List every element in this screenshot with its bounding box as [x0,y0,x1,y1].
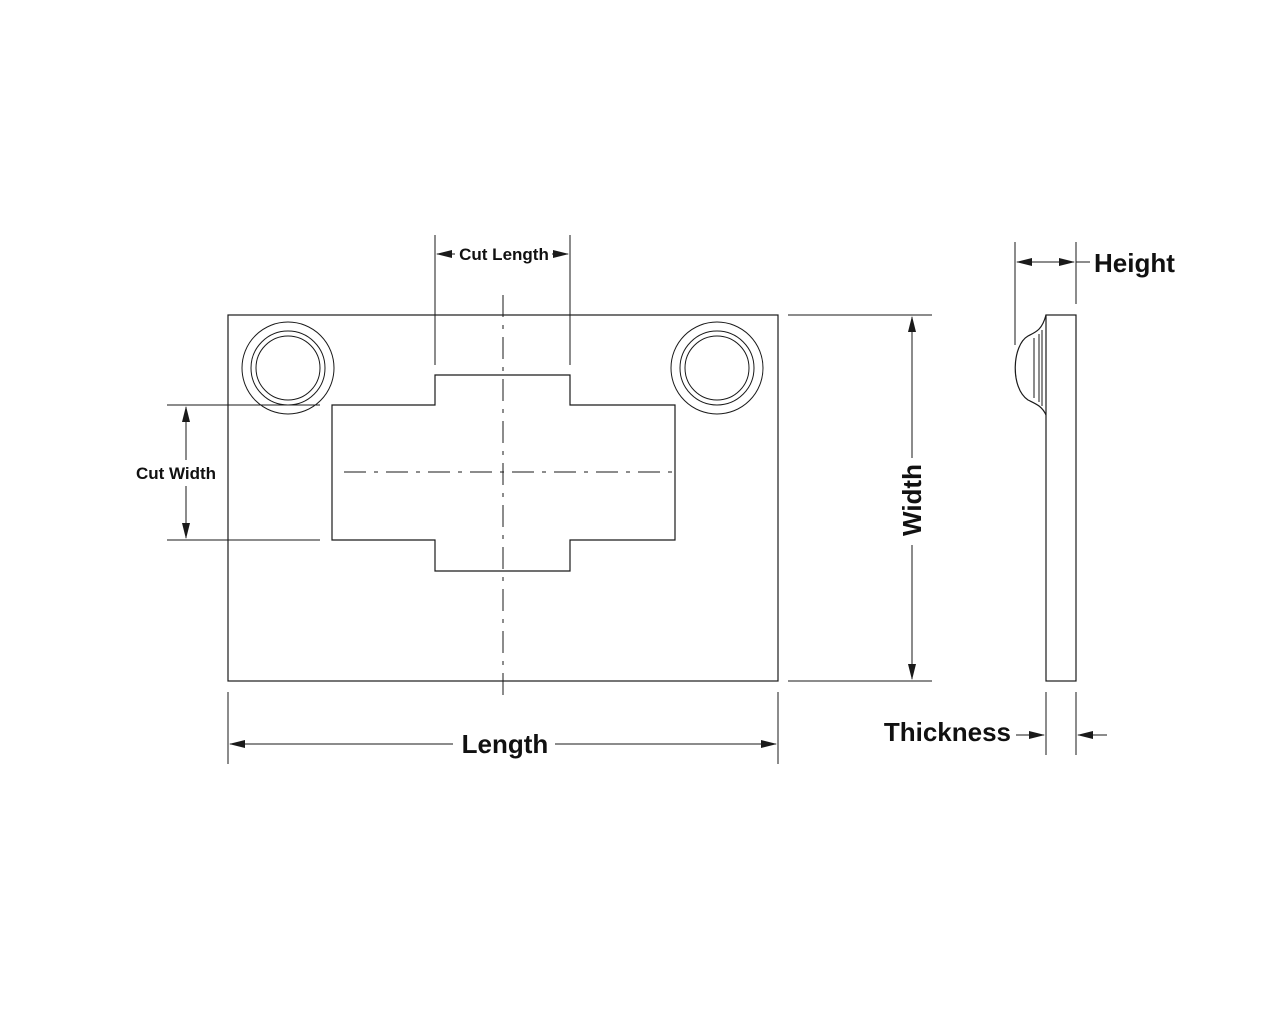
cut-width-label: Cut Width [136,464,216,483]
length-dimension: Length [227,692,779,764]
front-view [227,295,779,700]
length-label: Length [462,729,549,759]
left-boss [241,321,335,415]
cross-cutout [331,374,676,572]
width-dimension: Width [788,314,932,682]
width-label: Width [897,464,927,536]
height-label: Height [1094,248,1175,278]
thickness-label: Thickness [884,717,1011,747]
side-plate-outline [1045,314,1077,682]
cut-width-dimension: Cut Width [130,404,320,541]
side-view [1014,314,1077,682]
thickness-dimension: Thickness [884,692,1107,755]
height-dimension: Height [1014,242,1175,345]
boss-profile [1014,314,1047,416]
cut-length-dimension: Cut Length [434,235,571,365]
cut-length-label: Cut Length [459,245,549,264]
right-boss [670,321,764,415]
